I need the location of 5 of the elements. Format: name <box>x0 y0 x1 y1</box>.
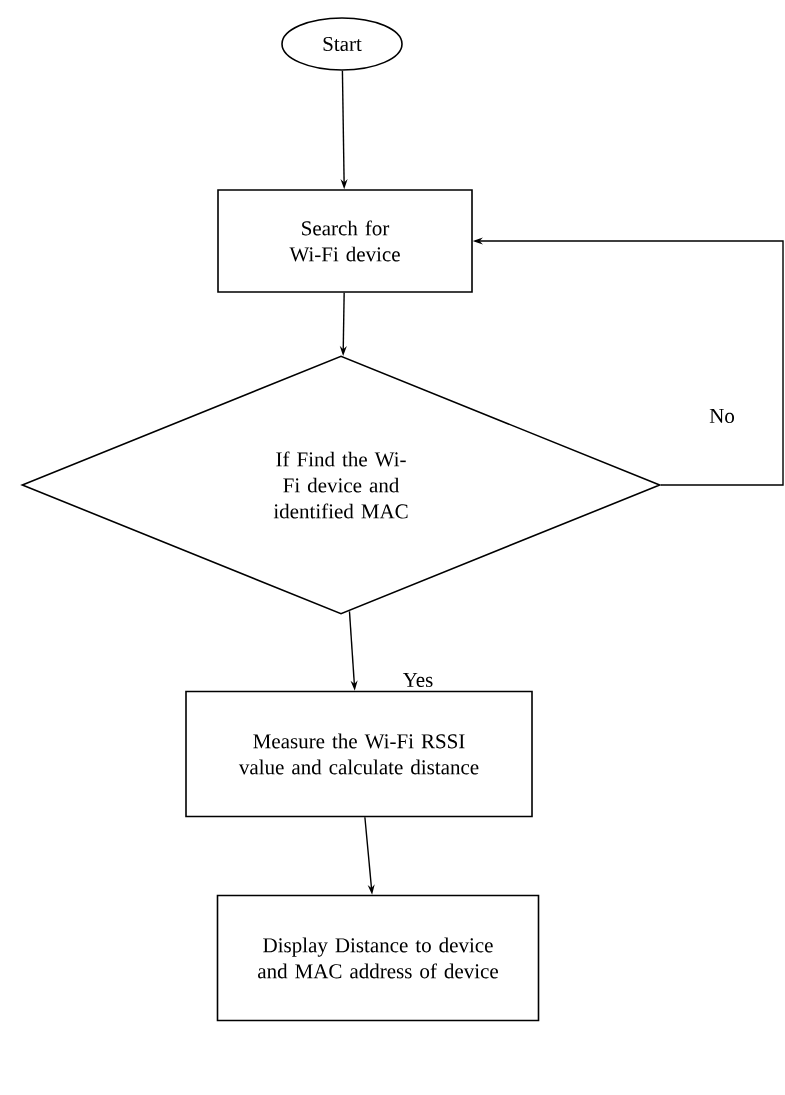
process-box: Search for Wi-Fi device <box>217 189 473 293</box>
process-box: Measure the Wi-Fi RSSI value and calculate distance <box>185 690 533 818</box>
edge-label: No <box>707 407 737 425</box>
process-box: Display Distance to device and MAC address of device <box>216 894 540 1022</box>
edge-label: Yes <box>400 671 436 689</box>
